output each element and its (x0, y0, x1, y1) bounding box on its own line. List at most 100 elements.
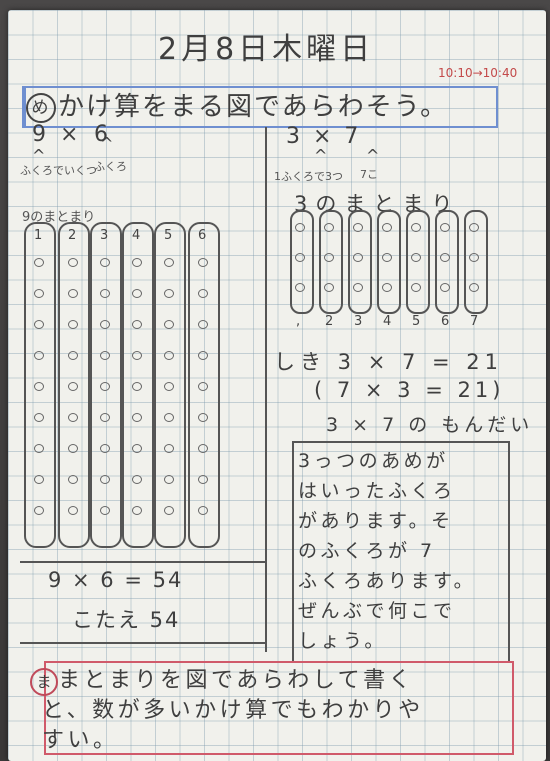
dot (68, 382, 78, 391)
dot (68, 444, 78, 453)
group-outline (154, 222, 186, 548)
group-number: 1 (34, 228, 43, 243)
group-number: 7 (470, 314, 479, 329)
dot (68, 475, 78, 484)
dot (440, 253, 450, 262)
summary-line: すい。 (42, 728, 119, 753)
dot (324, 283, 334, 292)
dot (34, 444, 44, 453)
dot (68, 258, 78, 267)
summary-box (44, 661, 514, 755)
dot (34, 382, 44, 391)
dot (34, 351, 44, 360)
dot (440, 223, 450, 232)
dot (164, 506, 174, 515)
dot (295, 223, 305, 232)
group-outline (90, 222, 122, 548)
dot (198, 258, 208, 267)
group-outline (377, 210, 401, 314)
group-outline (464, 210, 488, 314)
group-outline (122, 222, 154, 548)
dot (353, 223, 363, 232)
dot (100, 320, 110, 329)
dot (411, 253, 421, 262)
dot (198, 382, 208, 391)
dot (68, 289, 78, 298)
dot (164, 258, 174, 267)
summary-line: と、数が多いかけ算でもわかりや (42, 698, 424, 723)
dot (164, 382, 174, 391)
caret-icon: ^ (100, 134, 114, 153)
dot (100, 506, 110, 515)
story-line: ぜんぶで何こで (298, 600, 456, 622)
dot (34, 289, 44, 298)
dot (324, 223, 334, 232)
story-line: のふくろが 7 (298, 540, 436, 562)
story-line: があります。そ (298, 510, 454, 532)
dot (164, 289, 174, 298)
group-outline (348, 210, 372, 314)
dot (34, 258, 44, 267)
left-note-b: ふくろ (94, 160, 127, 173)
right-mondai: 3 × 7 の もんだい (326, 414, 534, 436)
group-number: 4 (132, 228, 141, 243)
goal-line: めかけ算をまる図であらわそう。 (26, 86, 448, 123)
dot (411, 223, 421, 232)
left-note-a: ふくろでいくつ (20, 164, 97, 177)
dot (164, 413, 174, 422)
notebook-page: 2月8日木曜日 10:10→10:40 めかけ算をまる図であらわそう。 9 × … (8, 10, 546, 761)
dot (164, 444, 174, 453)
right-shiki-swap: ( 7 × 3 = 21) (314, 378, 505, 402)
dot (132, 444, 142, 453)
dot (34, 475, 44, 484)
dot (132, 506, 142, 515)
dot (100, 413, 110, 422)
dot (68, 413, 78, 422)
story-line: しょう。 (298, 630, 387, 652)
group-number: 5 (412, 314, 421, 329)
dot (353, 283, 363, 292)
dot (132, 413, 142, 422)
dot (198, 444, 208, 453)
dot (100, 258, 110, 267)
right-note-a: 1ふくろで3つ (274, 170, 343, 183)
left-answer: こたえ 54 (72, 608, 181, 632)
dot (164, 475, 174, 484)
dot (440, 283, 450, 292)
group-number: 3 (100, 228, 109, 243)
dot (198, 351, 208, 360)
caret-icon: ^ (366, 146, 380, 165)
dot (198, 506, 208, 515)
group-number: 2 (325, 314, 334, 329)
left-expr-b: 6 (94, 122, 111, 147)
goal-marker: め (26, 92, 56, 123)
group-outline (290, 210, 314, 314)
dot (324, 253, 334, 262)
time-note: 10:10→10:40 (438, 66, 518, 80)
goal-text: かけ算をまる図であらわそう。 (58, 92, 449, 122)
dot (68, 351, 78, 360)
dot (353, 253, 363, 262)
dot (469, 223, 479, 232)
goal-banner (22, 86, 498, 128)
group-outline (319, 210, 343, 314)
summary-marker: ま (30, 668, 58, 696)
dot (198, 320, 208, 329)
story-line: ふくろあります。 (298, 570, 477, 592)
dot (100, 382, 110, 391)
dot (132, 382, 142, 391)
dot (295, 253, 305, 262)
dot (132, 320, 142, 329)
right-note-b: 7こ (360, 168, 378, 181)
group-outline (24, 222, 56, 548)
dot (198, 475, 208, 484)
right-group-label: 3のまとまり (294, 192, 461, 216)
left-expr-op: × (60, 122, 82, 147)
left-formula: 9 × 6 = 54 (48, 568, 184, 592)
dot (295, 283, 305, 292)
group-number: 2 (68, 228, 77, 243)
dot (382, 223, 392, 232)
group-outline (406, 210, 430, 314)
group-outline (188, 222, 220, 548)
dot (198, 413, 208, 422)
